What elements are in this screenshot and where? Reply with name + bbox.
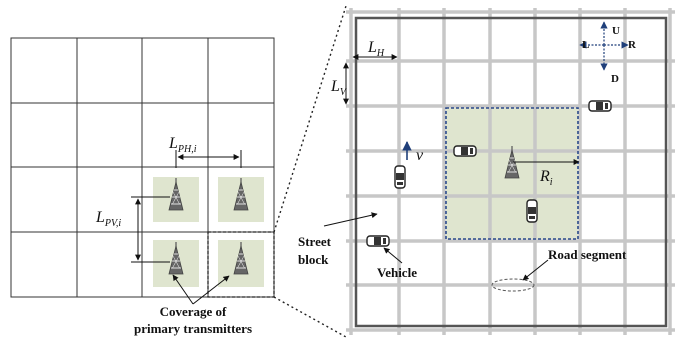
lh-label: LH [367,39,385,59]
coverage-caption-line1: Coverage of [160,304,227,319]
lpv-dimension: LPV,i [95,196,170,263]
lpv-label: LPV,i [95,209,121,229]
velocity-indicator: v [402,141,424,164]
vehicle-icon [453,145,477,157]
road-grid [346,8,675,335]
coverage-caption-line2: primary transmitters [134,321,252,336]
vehicle-annotation: Vehicle [377,247,417,280]
coverage-annotation: Coverage of primary transmitters [134,274,252,336]
right-road-network-panel: Ri LH LV U D L R [298,8,675,335]
coverage-region-border [445,107,579,240]
vehicle-icon [526,199,538,223]
lph-label: LPH,i [168,135,197,155]
compass-up-label: U [612,25,620,37]
zoom-region-box [207,231,275,298]
street-block-annotation: Street block [298,212,378,267]
road-segment-annotation: Road segment [491,247,627,292]
lv-label: LV [330,78,348,98]
radius-label: Ri [539,168,553,188]
road-segment-ellipse [491,278,535,292]
lph-dimension: LPH,i [168,135,242,168]
compass-left-label: L [582,39,589,51]
compass-down-label: D [611,73,619,85]
street-block-label-line2: block [298,252,329,267]
velocity-label: v [416,147,424,164]
vehicle-icon [366,235,390,247]
zoom-connector-lines [273,5,347,338]
lv-dimension: LV [330,62,349,105]
road-segment-label: Road segment [548,247,627,262]
street-block-label-line1: Street [298,234,332,249]
vehicle-label: Vehicle [377,265,417,280]
vehicle-icon [394,165,406,189]
direction-compass: U D L R [579,21,637,85]
radius-indicator: Ri [513,159,580,188]
road-area-frame [354,16,668,328]
left-grid-panel: LPH,i LPV,i Coverage of primary transmit… [10,37,275,336]
vehicle-icon [588,100,612,112]
compass-right-label: R [628,39,637,51]
lh-dimension: LH [352,39,398,60]
